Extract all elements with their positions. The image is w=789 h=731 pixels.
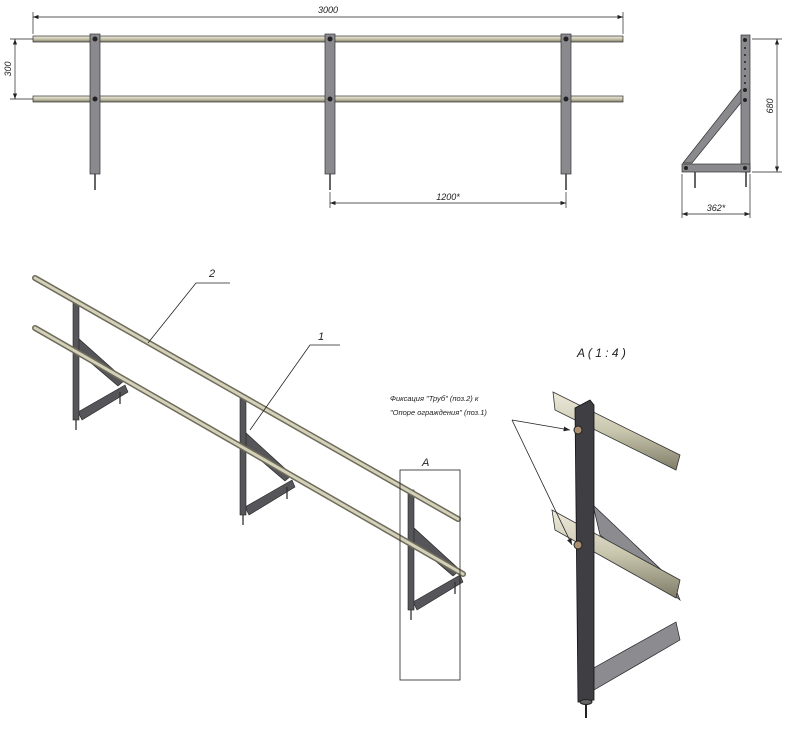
front-view: 3000 300 1200* [3,5,624,208]
detail-frame [399,469,461,681]
detail-leaders [511,419,573,546]
detail-marker: A [421,457,429,469]
detail-washer [579,699,593,705]
dim-side-height: 680 [765,98,775,113]
detail-lower-tube [551,509,681,599]
lower-tube-highlight [33,326,465,576]
bolts [92,36,569,102]
dim-length: 3000 [318,5,338,15]
post [324,33,336,175]
detail-upper-tube [552,391,681,471]
dim-spacing: 1200* [436,192,460,202]
detail-note-line2: "Опоре ограждения" (поз.1) [390,408,487,417]
ground-spikes [94,174,567,190]
isometric-view: 2 1 A [32,268,466,681]
diagonal-brace [682,87,749,164]
adjustment-holes [684,38,747,170]
upper-tube-highlight [33,276,460,521]
side-dimension-lines [681,38,782,218]
post [560,33,572,175]
bolt-icon [573,540,583,550]
callout-support: 1 [318,331,324,343]
leader-lines [147,282,461,681]
base-bar [681,163,751,173]
side-spikes [694,172,747,188]
detail-view: A ( 1 : 4 ) Фиксация "Труб" (поз.2) к "О… [390,346,681,718]
callout-tube: 2 [208,268,215,280]
detail-post [574,399,595,703]
detail-base-angle [589,621,681,691]
side-view: 680 362* [681,34,782,218]
dim-height: 300 [3,61,13,76]
post [89,33,101,175]
detail-note-line1: Фиксация "Труб" (поз.2) к [390,394,479,403]
dim-base: 362* [707,203,726,213]
dimension-lines [10,12,624,208]
detail-title: A ( 1 : 4 ) [576,346,626,360]
bolt-icon [573,425,583,435]
